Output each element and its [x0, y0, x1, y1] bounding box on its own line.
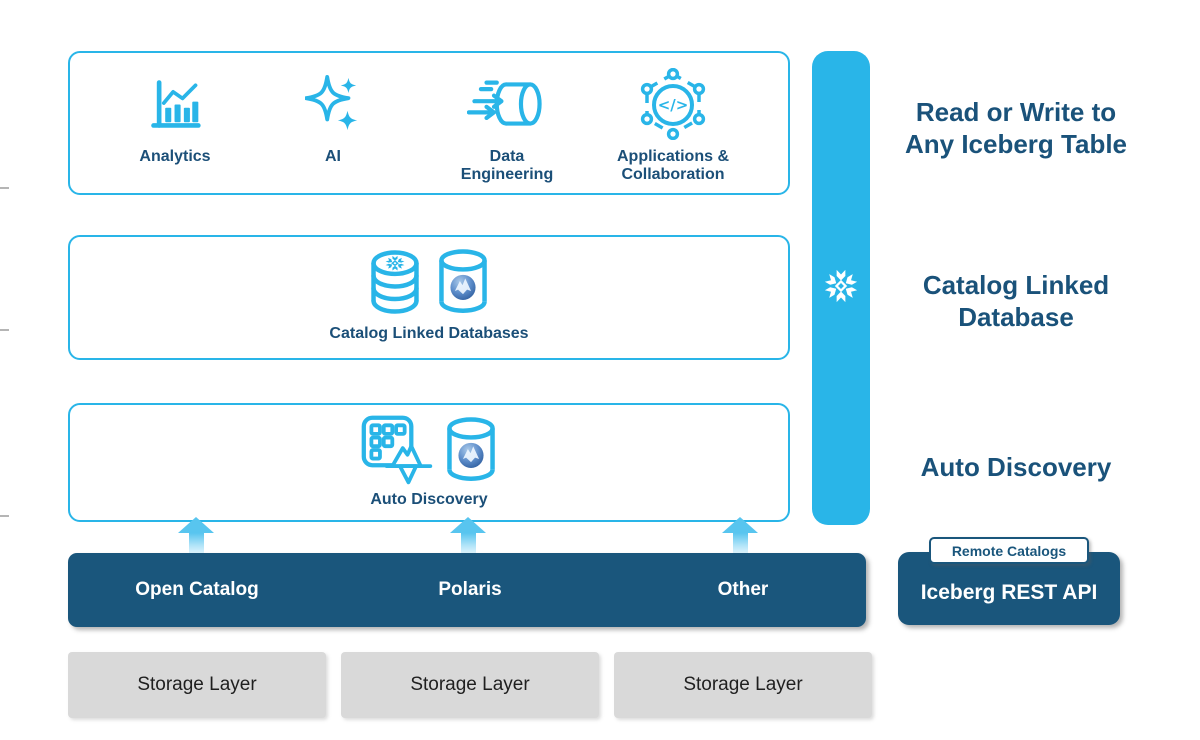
edge-tick	[0, 329, 9, 331]
up-arrow	[450, 517, 486, 553]
workloads-box: Analytics AI	[68, 51, 790, 195]
storage-layer-box: Storage Layer	[68, 652, 326, 718]
table-grid-iceberg-icon	[358, 412, 438, 493]
workload-label: AI	[325, 148, 341, 165]
storage-layer-label: Storage Layer	[410, 674, 530, 695]
iceberg-database-icon	[434, 247, 492, 322]
catalog-bar: Open Catalog Polaris Other	[68, 553, 866, 627]
pipeline-icon	[467, 66, 547, 142]
bar-chart-icon	[147, 66, 203, 142]
storage-layer-box: Storage Layer	[341, 652, 599, 718]
workload-ai: AI	[248, 66, 418, 166]
storage-layer-box: Storage Layer	[614, 652, 872, 718]
remote-catalogs-badge: Remote Catalogs	[929, 537, 1089, 564]
edge-tick	[0, 187, 9, 189]
auto-discovery-box: Auto Discovery	[68, 403, 790, 522]
catalog-linked-databases-box: Catalog Linked Databases	[68, 235, 790, 360]
workload-data-engineering: Data Engineering	[422, 66, 592, 184]
workload-applications: </> Applications & Collaboration	[588, 66, 758, 184]
snowflake-logo-icon	[823, 268, 859, 309]
storage-layer-label: Storage Layer	[683, 674, 803, 695]
workload-label: Applications & Collaboration	[616, 148, 729, 183]
catalog-bar-item: Open Catalog	[135, 579, 259, 600]
edge-tick	[0, 515, 9, 517]
catalog-bar-item: Polaris	[438, 579, 502, 600]
iceberg-rest-api-label: Iceberg REST API	[920, 580, 1098, 604]
up-arrow	[722, 517, 758, 553]
storage-layer-label: Storage Layer	[137, 674, 257, 695]
sparkles-icon	[305, 66, 361, 142]
iceberg-rest-api-box: Iceberg REST API	[898, 552, 1120, 625]
svg-text:</>: </>	[658, 96, 689, 114]
catalog-linked-databases-label: Catalog Linked Databases	[329, 325, 529, 342]
auto-discovery-heading: Auto Discovery	[920, 452, 1112, 482]
snowflake-database-icon	[366, 248, 424, 321]
catalog-bar-item: Other	[717, 579, 769, 600]
iceberg-database-icon	[442, 415, 500, 490]
auto-discovery-label: Auto Discovery	[370, 491, 488, 508]
workload-label: Data Engineering	[460, 148, 554, 183]
remote-catalogs-label: Remote Catalogs	[951, 542, 1067, 559]
workload-analytics: Analytics	[90, 66, 260, 166]
workload-label: Analytics	[139, 148, 211, 165]
up-arrow	[178, 517, 214, 553]
catalog-linked-heading: Catalog Linked Database	[922, 270, 1110, 332]
snowflake-bar	[812, 51, 870, 525]
read-write-heading: Read or Write to Any Iceberg Table	[904, 97, 1128, 159]
code-network-icon: </>	[637, 66, 709, 142]
